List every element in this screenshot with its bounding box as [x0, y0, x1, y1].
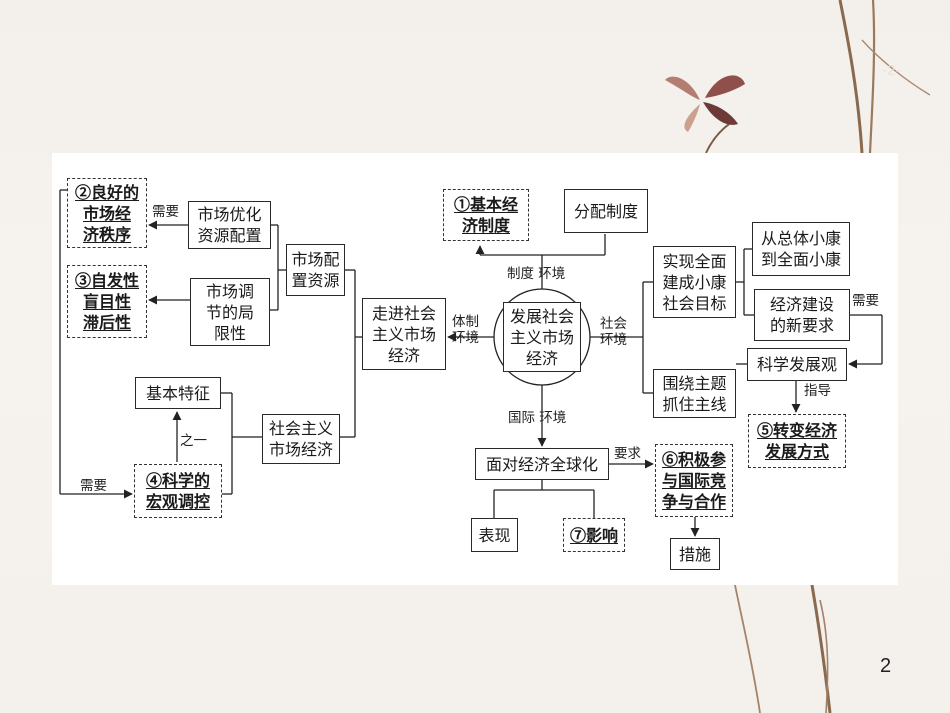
node-overall-to-comprehensive: 从总体小康 到全面小康	[752, 222, 850, 276]
node-market-allocates-resources: 市场配 置资源	[286, 244, 345, 296]
node-enter-socialist-market-economy: 走进社会 主义市场 经济	[362, 298, 446, 370]
label-institution-environment: 体制 环境	[452, 314, 479, 346]
label-social-environment: 社会 环境	[600, 316, 627, 348]
node-distribution-system: 分配制度	[564, 189, 648, 233]
node-face-globalization: 面对经济全球化	[475, 448, 609, 480]
node-center-socialist-market-economy: 发展社会 主义市场 经济	[503, 302, 581, 372]
label-international-environment: 国际 环境	[508, 410, 567, 426]
node-influence: ⑦影响	[563, 518, 625, 552]
node-market-limitations: 市场调 节的局 限性	[190, 278, 270, 346]
node-new-requirements: 经济建设 的新要求	[754, 289, 850, 341]
node-scientific-outlook: 科学发展观	[747, 348, 847, 381]
label-requires: 要求	[614, 446, 641, 462]
node-measures: 措施	[670, 538, 720, 570]
node-basic-features: 基本特征	[135, 377, 221, 409]
node-good-market-order: ②良好的 市场经 济秩序	[67, 178, 147, 248]
label-one-of: 之一	[180, 433, 207, 449]
label-need-1: 需要	[152, 204, 179, 220]
corner-page-label: -2-	[882, 62, 901, 79]
label-guides: 指导	[804, 383, 831, 399]
node-basic-economic-system: ①基本经 济制度	[443, 189, 529, 241]
label-need-2: 需要	[80, 478, 107, 494]
node-socialist-market-economy: 社会主义 市场经济	[262, 414, 340, 464]
page-number: 2	[880, 655, 892, 677]
label-need-3: 需要	[852, 293, 879, 309]
node-international-competition: ⑥积极参 与国际竞 争与合作	[655, 444, 733, 517]
node-spontaneity-blindness-lag: ③自发性 盲目性 滞后性	[67, 265, 147, 338]
node-transform-development-mode: ⑤转变经济 发展方式	[748, 414, 846, 468]
node-manifestation: 表现	[471, 518, 518, 552]
node-scientific-macro-control: ④科学的 宏观调控	[134, 464, 222, 518]
node-market-optimize-allocation: 市场优化 资源配置	[188, 201, 271, 249]
label-system-environment: 制度 环境	[507, 266, 566, 282]
node-moderately-prosperous-goal: 实现全面 建成小康 社会目标	[653, 246, 736, 318]
node-theme-mainline: 围绕主题 抓住主线	[653, 369, 736, 418]
